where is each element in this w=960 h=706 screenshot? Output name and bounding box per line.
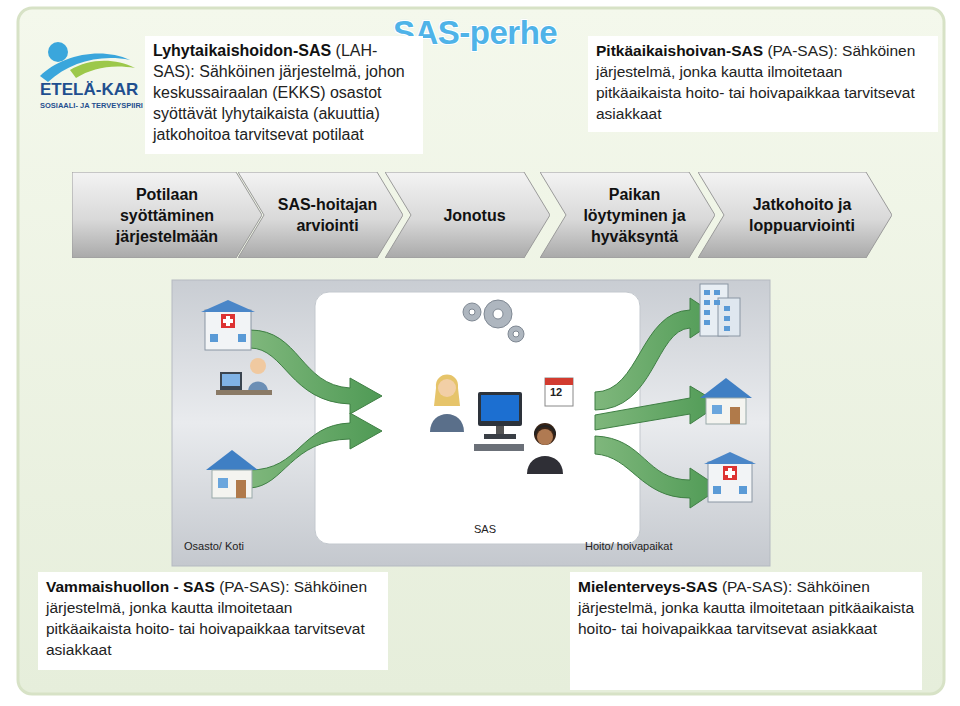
box-text: Vammaishuollon - SAS (PA-SAS): Sähköinen… [46,576,380,660]
step-label: Jatkohoito ja loppuarviointi [737,194,867,236]
process-chevron: Paikan löytyminen ja hyväksyntä [540,172,715,258]
box-heading: Vammaishuollon - SAS [46,578,215,595]
box-heading: Mielenterveys-SAS [578,578,718,595]
chevron-shape [698,172,892,258]
step-label: Potilaan syöttäminen järjestelmään [87,184,247,247]
box-text: Pitkäaikaishoivan-SAS (PA-SAS): Sähköine… [596,40,930,124]
process-chevron: Jonotus [385,172,550,258]
logo-text: ETELÄ-KAR [40,80,138,100]
box-text: Lyhytaikaishoidon-SAS (LAH-SAS): Sähköin… [153,40,415,145]
info-box: Lyhytaikaishoidon-SAS (LAH-SAS): Sähköin… [145,36,423,154]
info-box: Mielenterveys-SAS (PA-SAS): Sähköinen jä… [570,572,922,690]
step-label: Paikan löytyminen ja hyväksyntä [577,184,692,247]
info-box: Pitkäaikaishoivan-SAS (PA-SAS): Sähköine… [588,36,938,132]
panel-label: Hoito/ hoivapaikat [585,540,672,552]
panel-label: Osasto/ Koti [184,540,244,552]
process-chevron: Jatkohoito ja loppuarviointi [698,172,892,258]
box-heading: Pitkäaikaishoivan-SAS [596,42,763,59]
calendar-date: 12 [550,386,562,398]
logo-subtext: SOSIAALI- JA TERVEYSPIIRI [40,101,143,110]
box-heading: Lyhytaikaishoidon-SAS [153,42,331,59]
step-label: SAS-hoitajan arviointi [273,194,383,236]
chevron-shape [238,172,403,258]
process-chevron: Potilaan syöttäminen järjestelmään [72,172,262,258]
info-box: Vammaishuollon - SAS (PA-SAS): Sähköinen… [38,572,388,670]
process-chevron: SAS-hoitajan arviointi [238,172,403,258]
step-label: Jonotus [420,205,530,226]
box-text: Mielenterveys-SAS (PA-SAS): Sähköinen jä… [578,576,914,639]
panel-label: SAS [474,523,496,535]
